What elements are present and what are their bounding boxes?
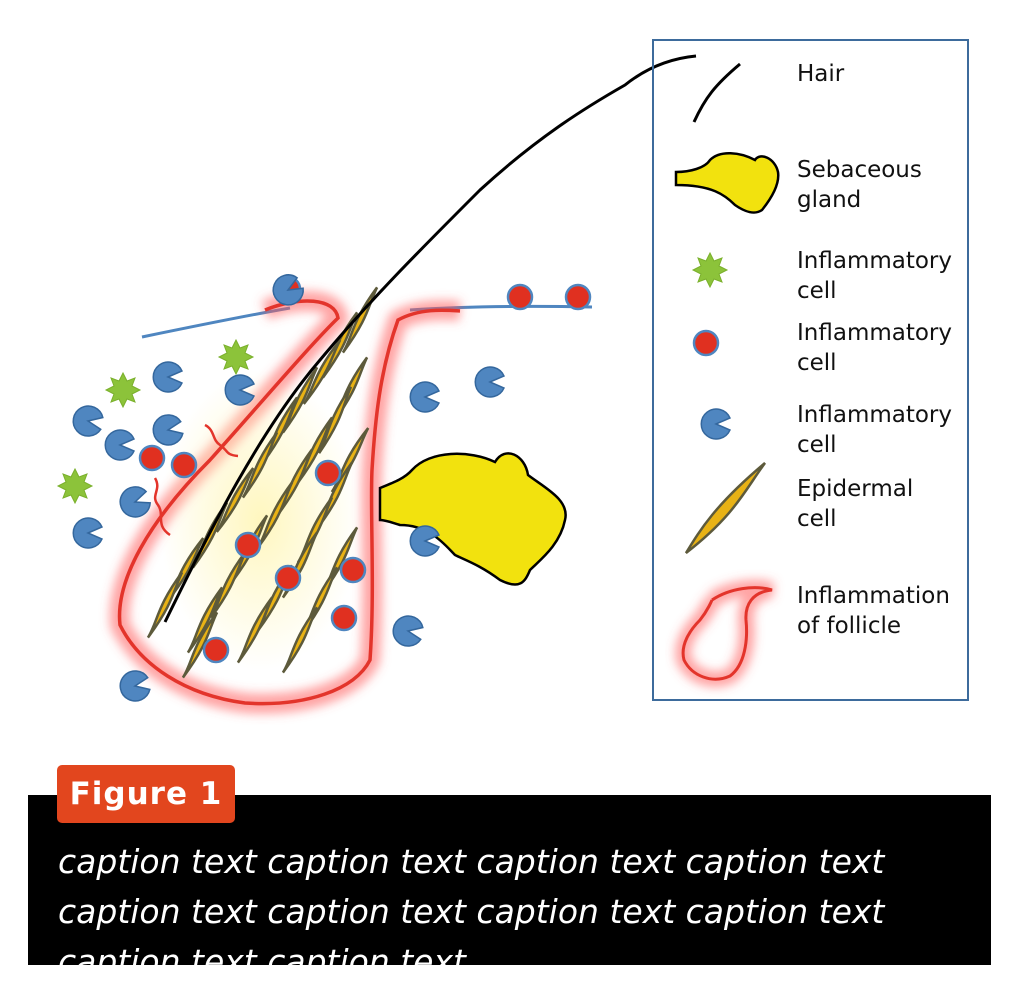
follicle-rupture-squiggle xyxy=(204,423,239,458)
sebaceous-gland-icon xyxy=(674,152,780,214)
follicle-inner-glow xyxy=(160,370,360,670)
legend-label-inflammatory-cell-blue: Inflammatory cell xyxy=(797,402,953,458)
legend-label-sebaceous-gland: Sebaceous gland xyxy=(797,157,922,213)
sebaceous-gland xyxy=(378,452,567,586)
caption-text: caption text caption text caption text c… xyxy=(58,842,885,981)
red-dot-cell-icon xyxy=(692,329,720,357)
caption-bar: caption text caption text caption text c… xyxy=(28,795,991,981)
figure-badge: Figure 1 xyxy=(57,765,235,823)
legend-label-inflammatory-cell-green: Inflammatory cell xyxy=(797,248,953,304)
legend-box xyxy=(652,39,969,701)
hair-icon xyxy=(692,62,741,123)
green-star-cell-icon xyxy=(692,252,728,288)
blue-pacman-cell-icon xyxy=(700,408,731,440)
epidermal-cell-icon xyxy=(684,462,767,554)
legend-label-hair: Hair xyxy=(797,61,845,87)
legend-label-epidermal-cell: Epidermal cell xyxy=(797,476,914,532)
follicle-outline-icon-glow xyxy=(675,579,775,688)
follicle-rupture-squiggle xyxy=(153,477,171,537)
follicle-outline xyxy=(117,299,461,706)
follicle-outline-icon xyxy=(681,586,773,681)
follicle-diagram xyxy=(57,39,969,714)
legend-label-follicle-inflammation: Inflammation of follicle xyxy=(797,583,950,639)
hair-shaft xyxy=(163,54,697,623)
legend-label-inflammatory-cell-red: Inflammatory cell xyxy=(797,320,953,376)
